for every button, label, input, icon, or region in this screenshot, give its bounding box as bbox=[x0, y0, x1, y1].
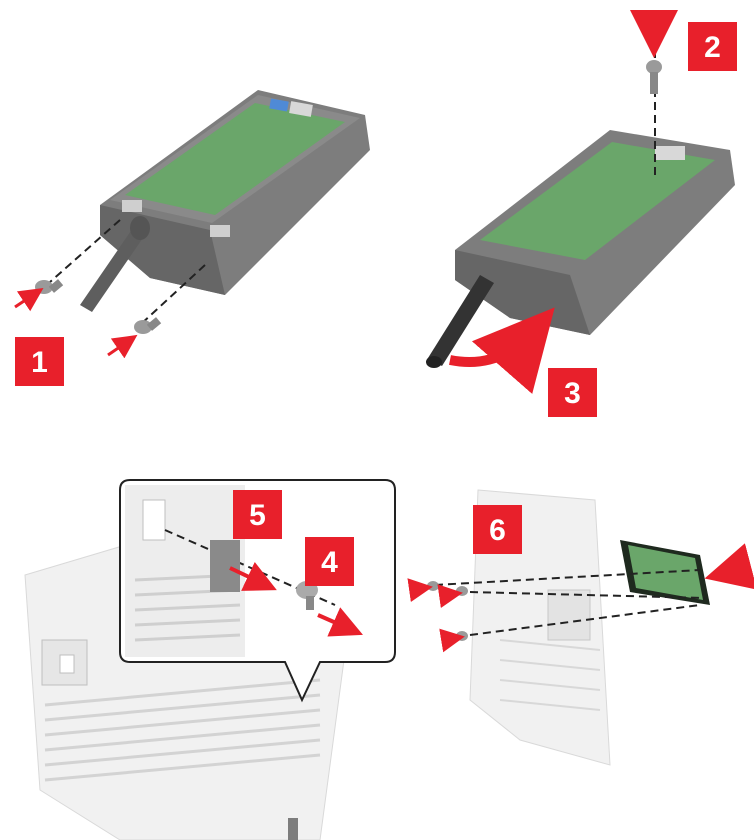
svg-text:4: 4 bbox=[321, 546, 338, 579]
panel-step-6 bbox=[407, 489, 754, 766]
callout-zoom bbox=[119, 479, 396, 703]
mount-tab bbox=[122, 200, 142, 212]
screw bbox=[456, 586, 468, 596]
step-badge-2: 2 bbox=[688, 22, 737, 71]
screw-path bbox=[139, 264, 206, 326]
cover-cutout bbox=[59, 654, 75, 674]
svg-text:1: 1 bbox=[31, 346, 48, 379]
screw bbox=[427, 581, 439, 591]
antenna bbox=[80, 225, 147, 312]
mount-tab bbox=[210, 225, 230, 237]
cover-cutout bbox=[547, 589, 591, 641]
direction-arrow bbox=[704, 543, 754, 590]
panel-step-1 bbox=[14, 90, 370, 359]
screw-path bbox=[469, 591, 706, 599]
svg-text:3: 3 bbox=[564, 377, 581, 410]
circuit-board bbox=[125, 98, 345, 215]
screw-path bbox=[49, 219, 121, 283]
rotate-arrow bbox=[449, 307, 555, 394]
screw bbox=[456, 631, 468, 641]
step-badge-3: 3 bbox=[548, 368, 597, 417]
svg-text:5: 5 bbox=[249, 499, 266, 532]
direction-arrow bbox=[14, 288, 44, 312]
panel-step-2-3 bbox=[426, 10, 735, 394]
wireless-module bbox=[620, 540, 710, 605]
bracket bbox=[210, 540, 240, 592]
svg-text:2: 2 bbox=[704, 31, 721, 64]
step-badge-5: 5 bbox=[233, 490, 282, 539]
step-badge-6: 6 bbox=[473, 505, 522, 554]
antenna-connector bbox=[130, 216, 150, 240]
direction-arrow bbox=[407, 578, 433, 603]
antenna bbox=[426, 275, 494, 368]
connector bbox=[655, 146, 685, 160]
screw bbox=[134, 317, 162, 334]
direction-arrow bbox=[229, 561, 277, 591]
direction-arrow bbox=[437, 584, 463, 609]
vent-grille bbox=[44, 678, 321, 782]
screw bbox=[646, 60, 662, 94]
direction-arrow bbox=[439, 628, 465, 653]
circuit-board bbox=[480, 142, 715, 260]
step-badge-1: 1 bbox=[15, 337, 64, 386]
bracket bbox=[288, 818, 298, 840]
svg-text:6: 6 bbox=[489, 514, 506, 547]
direction-arrow bbox=[317, 607, 363, 637]
vent-grille bbox=[499, 639, 601, 711]
step-badge-4: 4 bbox=[305, 537, 354, 586]
direction-arrow bbox=[107, 334, 138, 359]
rear-cover bbox=[469, 489, 611, 766]
panel-step-4-5 bbox=[24, 479, 396, 840]
screw-path bbox=[434, 569, 701, 586]
screw bbox=[35, 279, 64, 294]
